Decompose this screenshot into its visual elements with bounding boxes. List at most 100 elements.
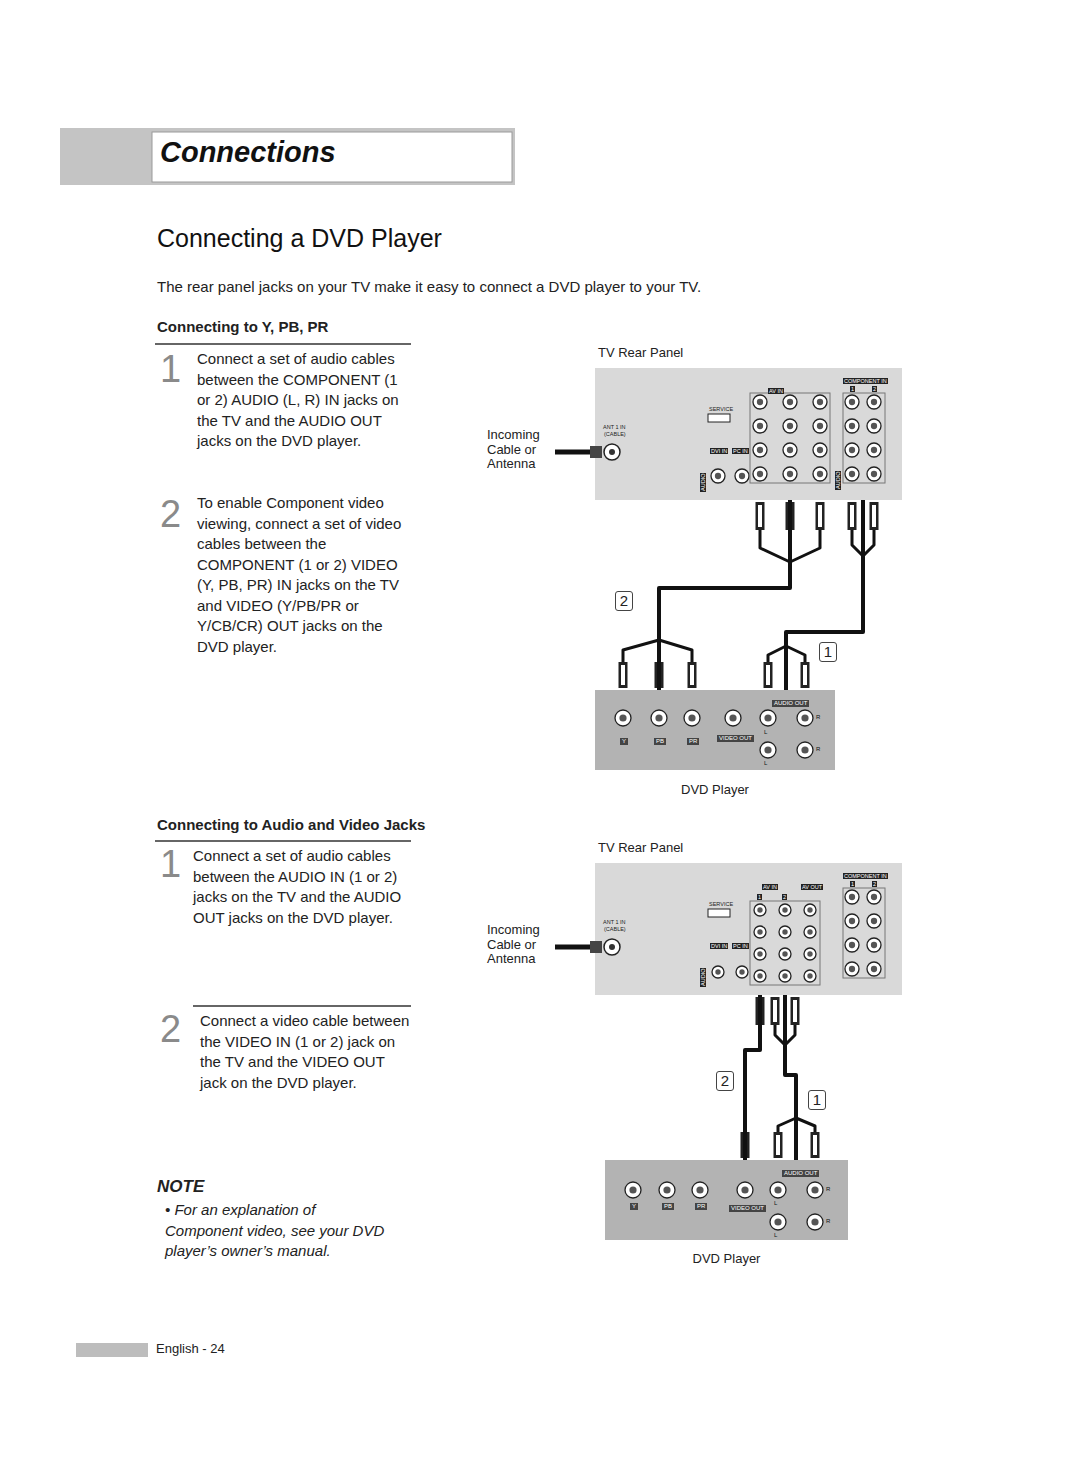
plug-band — [818, 505, 822, 527]
step-number: 1 — [160, 845, 181, 883]
antenna-cable — [555, 450, 596, 455]
subheading: Connecting to Y, PB, PR — [157, 318, 328, 335]
jack — [736, 966, 748, 978]
jack-name: PR — [695, 1203, 707, 1210]
jack-pin — [787, 471, 793, 477]
plug-band — [850, 505, 854, 527]
jack — [845, 962, 859, 976]
channel-name: R — [826, 1186, 830, 1193]
jack — [845, 467, 859, 481]
cable-plug — [801, 662, 810, 688]
jack-pin — [757, 951, 762, 956]
jack-pin — [849, 399, 855, 405]
cable-wire — [768, 646, 786, 662]
cable-plug — [816, 502, 825, 530]
rule — [155, 343, 411, 344]
step-number: 2 — [160, 495, 181, 533]
jack — [753, 419, 767, 433]
jack-pin — [764, 746, 771, 753]
jack-name: AUDIO OUT — [772, 700, 809, 707]
channel-name: L — [774, 1200, 777, 1207]
jack-frame — [843, 888, 885, 978]
source-label: Incoming Cable or Antenna — [487, 428, 549, 472]
jack-name: VIDEO OUT — [717, 735, 754, 742]
jack — [867, 890, 881, 904]
callout-number: 2 — [716, 1071, 734, 1091]
port-name: SERVICE — [709, 406, 733, 412]
jack — [783, 419, 797, 433]
jack — [813, 419, 827, 433]
jack — [804, 904, 816, 916]
cable-plug — [774, 1132, 783, 1158]
plug-band — [773, 1000, 777, 1022]
jack-pin — [871, 471, 877, 477]
coax-jack — [604, 939, 620, 955]
port-name: SERVICE — [709, 901, 733, 907]
jack-pin — [871, 399, 877, 405]
jack — [783, 467, 797, 481]
panel-caption: DVD Player — [681, 782, 749, 797]
port-name: ANT 1 IN — [603, 424, 626, 430]
panel-caption: TV Rear Panel — [598, 840, 683, 855]
jack — [770, 1214, 786, 1230]
jack-pin — [757, 447, 763, 453]
rule — [193, 1005, 411, 1006]
tv-panel — [595, 368, 902, 500]
jack-pin — [774, 1218, 781, 1225]
jack — [725, 710, 741, 726]
callout-number: 1 — [819, 642, 837, 662]
jack-pin — [757, 471, 763, 477]
jack-pin — [663, 1186, 670, 1193]
port-name: DVI IN — [710, 448, 728, 454]
jack-pin — [871, 894, 877, 900]
jack — [760, 710, 776, 726]
jack — [659, 1182, 675, 1198]
jack-pin — [817, 471, 823, 477]
port-name: COMPONENT IN — [843, 873, 888, 879]
jack — [684, 710, 700, 726]
jack-pin — [741, 1186, 748, 1193]
cable-wire — [760, 530, 790, 562]
service-port — [708, 909, 730, 917]
jack — [867, 419, 881, 433]
plug-band — [758, 505, 762, 527]
jack — [712, 966, 724, 978]
jack-pin — [774, 1186, 781, 1193]
cable-wire — [796, 1118, 815, 1132]
jack-pin — [782, 951, 787, 956]
jack-pin — [787, 399, 793, 405]
jack-pin — [757, 399, 763, 405]
note-text: • For an explanation of Component video,… — [165, 1200, 397, 1262]
jack-name: PR — [687, 738, 699, 745]
cable-wire — [790, 530, 820, 562]
jack — [770, 1182, 786, 1198]
port-name: COMPONENT IN — [843, 378, 888, 384]
jack — [760, 742, 776, 758]
jack-frame — [843, 393, 885, 483]
page-title: Connecting a DVD Player — [157, 224, 442, 253]
plug-band — [621, 665, 625, 685]
cable-plug — [688, 662, 697, 688]
jack — [813, 467, 827, 481]
port-name: AUDIO — [835, 471, 841, 490]
jack-pin — [715, 473, 721, 479]
note-heading: NOTE — [157, 1177, 204, 1197]
section-header: Connections — [160, 136, 336, 169]
header-box — [152, 132, 512, 182]
cable-plug — [764, 662, 773, 688]
jack-pin — [811, 1186, 818, 1193]
jack — [867, 938, 881, 952]
cable-wire — [778, 1118, 796, 1132]
jack — [797, 742, 813, 758]
coax-pin — [609, 449, 615, 455]
port-number: 2 — [872, 881, 877, 887]
rule — [155, 840, 411, 841]
jack-pin — [817, 447, 823, 453]
jack — [625, 1182, 641, 1198]
jack-pin — [871, 966, 877, 972]
jack-pin — [619, 714, 626, 721]
jack-pin — [757, 929, 762, 934]
